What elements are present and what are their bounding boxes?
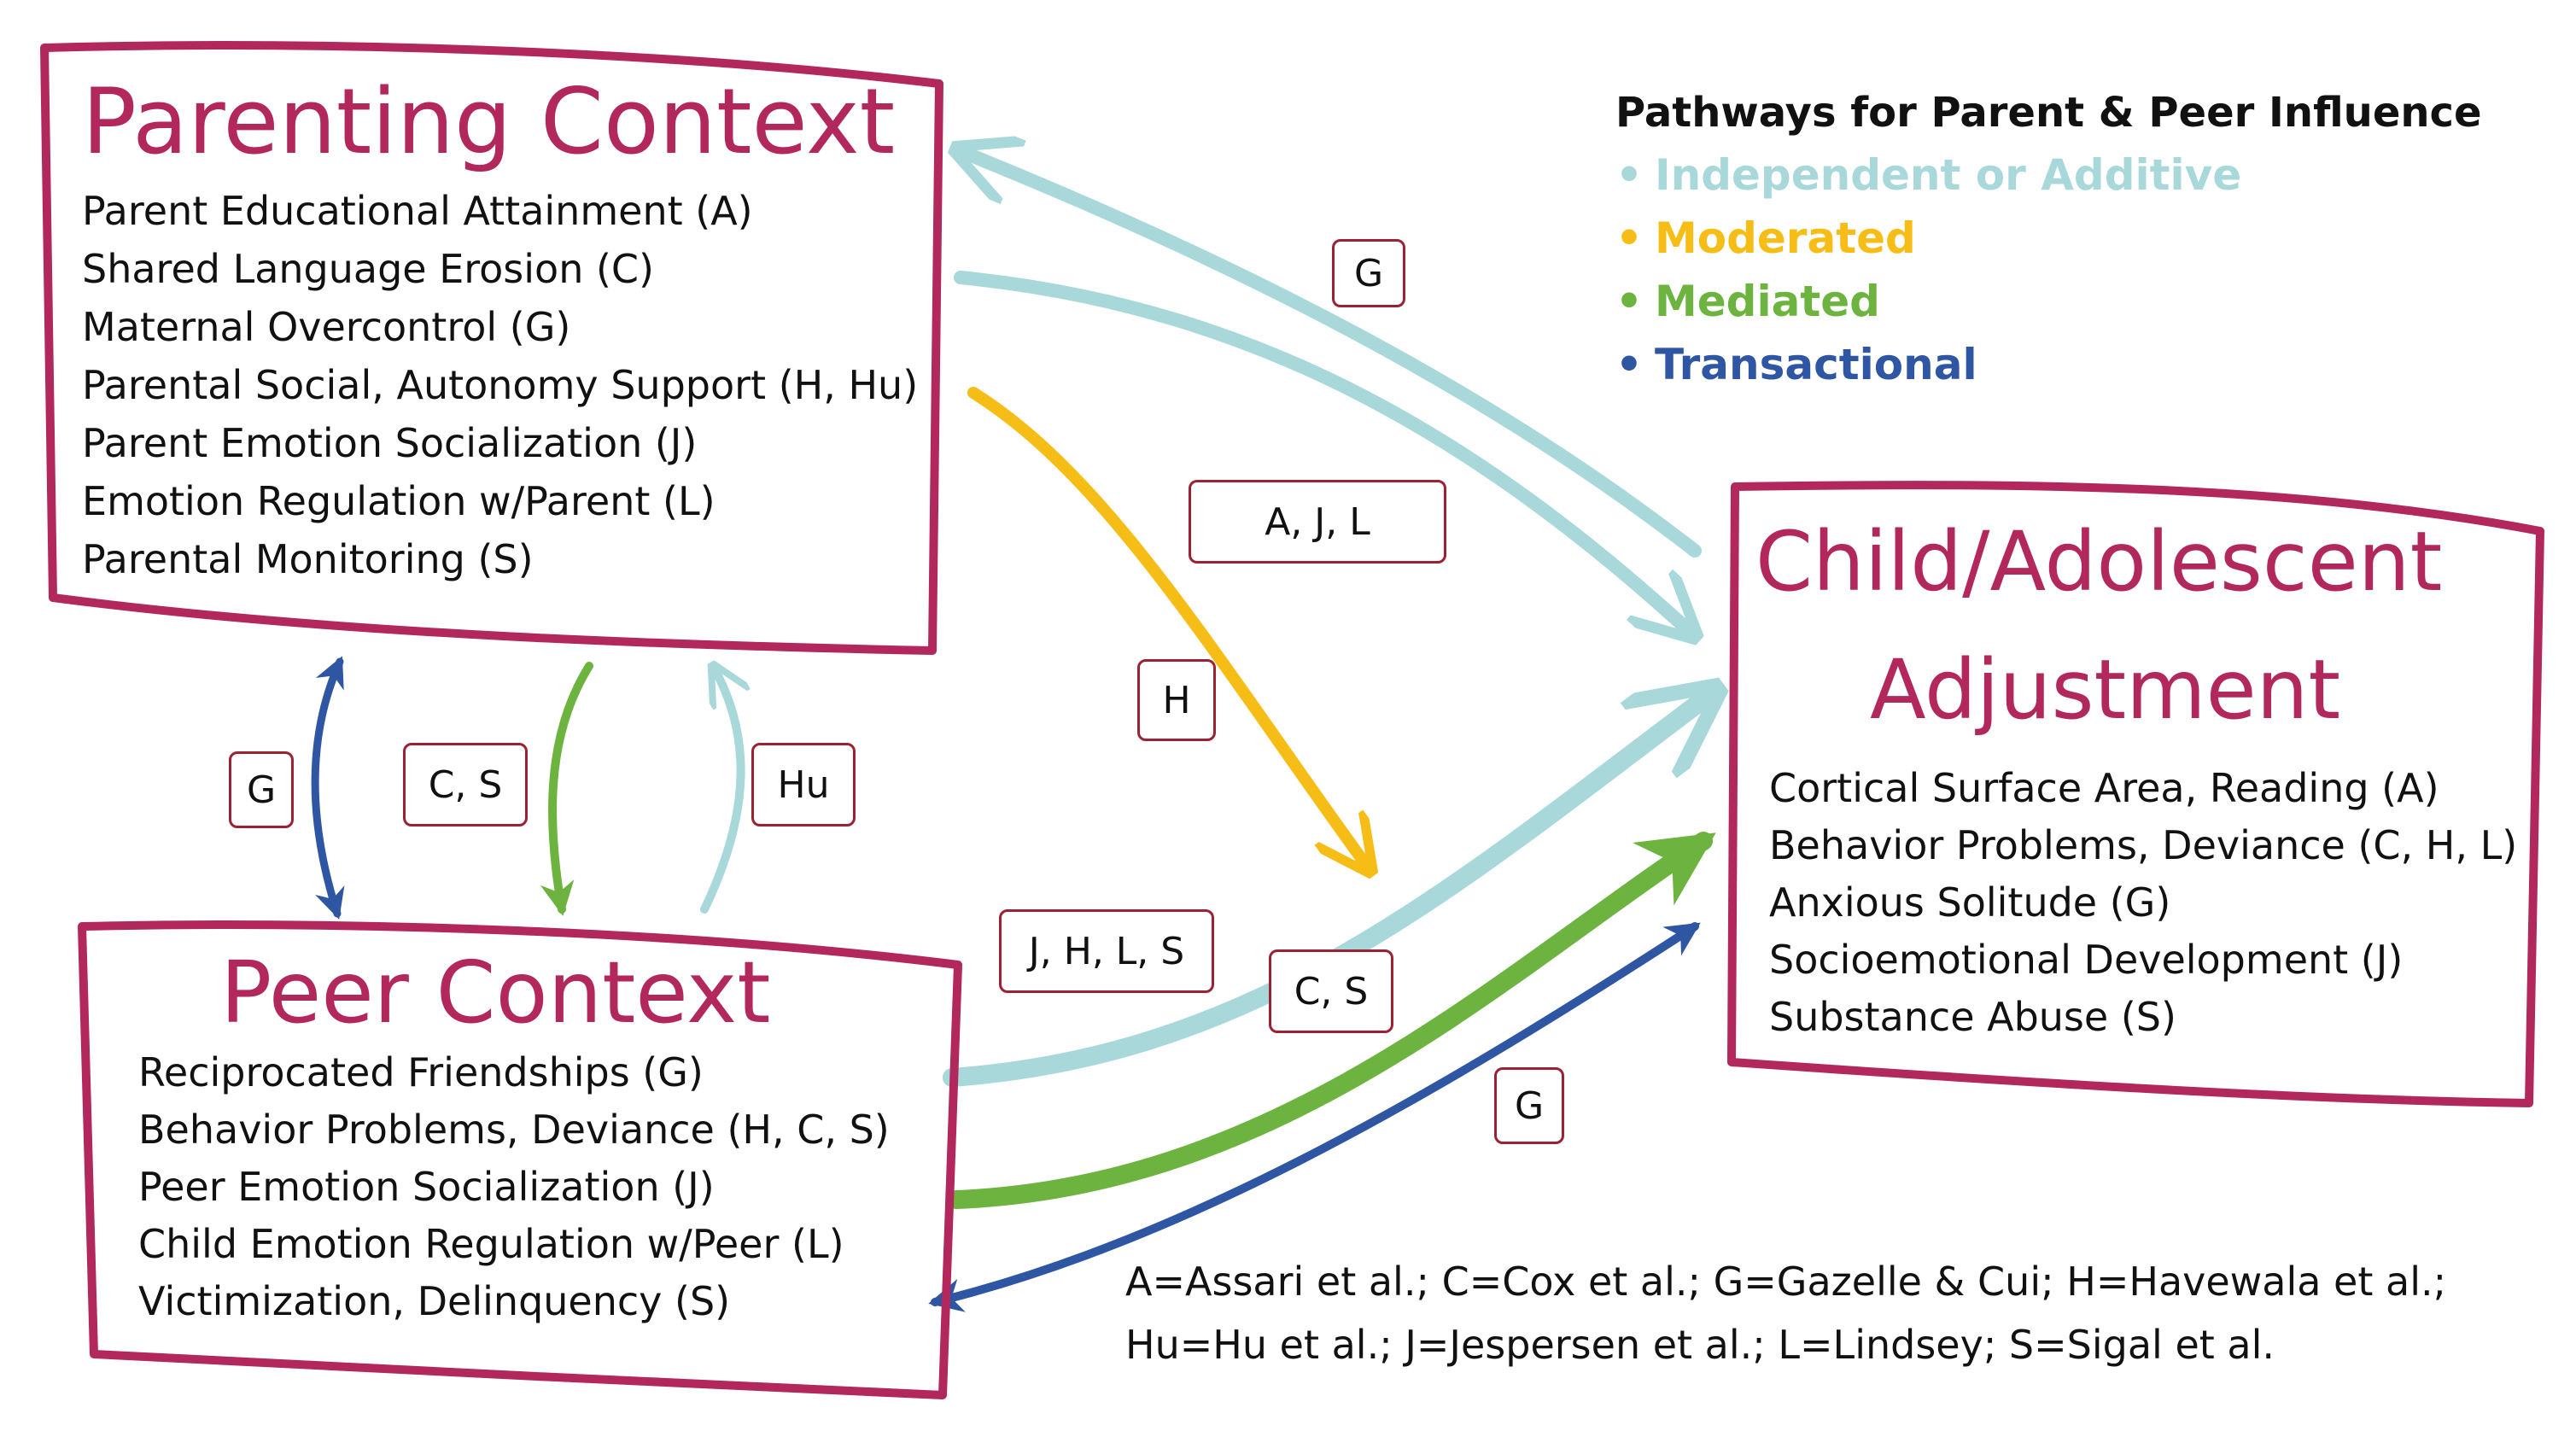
legend: Pathways for Parent & Peer Influence •In… (1615, 92, 2482, 386)
parenting-item: Maternal Overcontrol (G) (82, 304, 571, 350)
pathway-label-g-top: G (1332, 239, 1405, 307)
arrow-moderated (967, 387, 1370, 871)
child-item: Substance Abuse (S) (1769, 994, 2176, 1040)
bullet-icon: • (1615, 213, 1643, 263)
parenting-context-list: Parent Educational Attainment (A) Shared… (82, 191, 918, 579)
legend-item-moderated: •Moderated (1615, 217, 2482, 260)
legend-title: Pathways for Parent & Peer Influence (1615, 89, 2482, 137)
child-adjustment-title-line1: Child/Adolescent (1755, 514, 2443, 610)
pathway-label-hu: Hu (751, 743, 856, 826)
peer-context-box: Peer Context Reciprocated Friendships (G… (82, 926, 958, 1395)
parenting-item: Parent Educational Attainment (A) (82, 188, 753, 234)
child-item: Behavior Problems, Deviance (C, H, L) (1769, 822, 2518, 868)
parenting-item: Parental Social, Autonomy Support (H, Hu… (82, 362, 919, 408)
pathway-label-cs-left: C, S (403, 743, 528, 826)
child-box-outline (1727, 481, 2544, 1107)
child-item: Cortical Surface Area, Reading (A) (1769, 765, 2439, 811)
arrow-independent-peer-to-parenting (700, 666, 741, 914)
pathway-label-ajl: A, J, L (1189, 480, 1446, 564)
peer-box-outline (78, 920, 962, 1399)
arrow-transactional-child-peer (928, 922, 1701, 1312)
legend-item-label: Mediated (1655, 277, 1880, 326)
citation-line: Hu=Hu et al.; J=Jespersen et al.; L=Lind… (1125, 1322, 2275, 1368)
pathway-label-g-left: G (229, 751, 294, 828)
peer-item: Peer Emotion Socialization (J) (138, 1164, 715, 1210)
parenting-item: Shared Language Erosion (C) (82, 246, 654, 292)
peer-context-title: Peer Context (220, 943, 771, 1043)
child-adjustment-title-line2: Adjustment (1870, 642, 2341, 738)
legend-item-label: Moderated (1655, 213, 1916, 263)
child-item: Socioemotional Development (J) (1769, 937, 2404, 983)
arrow-mediated-parenting-to-peer (540, 662, 593, 916)
peer-item: Child Emotion Regulation w/Peer (L) (138, 1221, 844, 1267)
parenting-item: Parental Monitoring (S) (82, 536, 534, 582)
citations: A=Assari et al.; C=Cox et al.; G=Gazelle… (1125, 1262, 2446, 1388)
arrow-parenting-to-child-independent (954, 271, 1695, 636)
parenting-context-box: Parenting Context Parent Educational Att… (44, 48, 939, 651)
bullet-icon: • (1615, 150, 1643, 200)
pathway-label-g-bottom: G (1494, 1067, 1564, 1144)
pathway-label-h: H (1137, 659, 1216, 741)
peer-item: Behavior Problems, Deviance (H, C, S) (138, 1107, 890, 1153)
parenting-box-outline (40, 41, 943, 655)
parenting-item: Parent Emotion Socialization (J) (82, 420, 698, 466)
child-adjustment-box: Child/Adolescent Adjustment Cortical Sur… (1735, 487, 2540, 1103)
pathway-label-jhls: J, H, L, S (999, 909, 1214, 993)
arrow-child-to-parenting-independent (956, 149, 1702, 558)
parenting-item: Emotion Regulation w/Parent (L) (82, 478, 716, 524)
bullet-icon: • (1615, 340, 1643, 389)
pathway-label-cs-mid: C, S (1269, 949, 1393, 1033)
peer-item: Victimization, Delinquency (S) (138, 1278, 731, 1324)
bullet-icon: • (1615, 277, 1643, 326)
peer-item: Reciprocated Friendships (G) (138, 1049, 704, 1095)
legend-item-mediated: •Mediated (1615, 280, 2482, 323)
child-item: Anxious Solitude (G) (1769, 879, 2171, 926)
legend-item-transactional: •Transactional (1615, 343, 2482, 386)
legend-item-label: Transactional (1655, 340, 1977, 389)
child-adjustment-list: Cortical Surface Area, Reading (A) Behav… (1769, 768, 2517, 1037)
legend-item-independent: •Independent or Additive (1615, 154, 2482, 196)
citation-line: A=Assari et al.; C=Cox et al.; G=Gazelle… (1125, 1259, 2447, 1305)
peer-context-list: Reciprocated Friendships (G) Behavior Pr… (138, 1053, 890, 1321)
parenting-context-title: Parenting Context (82, 69, 896, 174)
arrow-transactional-parenting-peer (311, 656, 345, 920)
legend-item-label: Independent or Additive (1655, 150, 2242, 200)
